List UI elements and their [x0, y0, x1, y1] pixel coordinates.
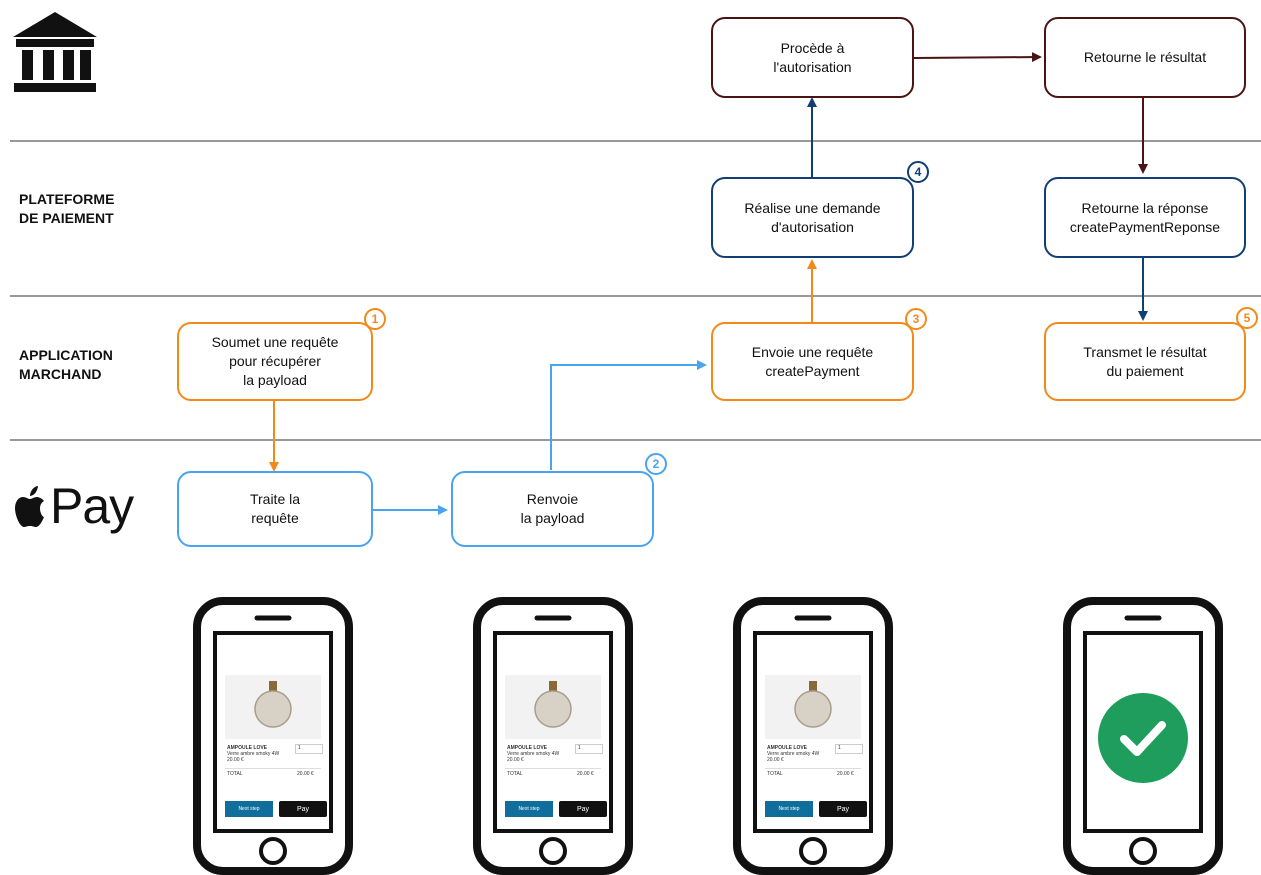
- product-image: [225, 675, 321, 739]
- product-image: [505, 675, 601, 739]
- box-apple-return: Renvoie la payload: [451, 471, 654, 547]
- bank-building-icon: [13, 12, 97, 92]
- quantity-select[interactable]: 1: [575, 744, 603, 754]
- box-platform-response: Retourne la réponse createPaymentReponse: [1044, 177, 1246, 258]
- arrow-authorize-to-result: [913, 52, 1042, 63]
- quantity-select[interactable]: 1: [835, 744, 863, 754]
- lane-label-merchant: APPLICATION MARCHAND: [19, 347, 113, 382]
- product-desc: Verre ambre smoky 4W: [767, 751, 820, 757]
- total-value: 20.00 €: [577, 771, 594, 777]
- total-value: 20.00 €: [297, 771, 314, 777]
- box-apple-process: Traite la requête: [177, 471, 373, 547]
- arrow-return-to-create: [550, 360, 707, 470]
- total-label: TOTAL: [767, 771, 783, 777]
- total-label: TOTAL: [227, 771, 243, 777]
- product-desc: Verre ambre smoky 4W: [227, 751, 280, 757]
- product-price: 20.00 €: [767, 757, 784, 763]
- step-badge-3: 3: [905, 308, 927, 330]
- apple-logo-icon: [15, 486, 44, 527]
- box-bank-authorize: Procède à l'autorisation: [711, 17, 914, 98]
- apple-pay-text: Pay: [50, 478, 134, 534]
- checkmark-icon: [1098, 693, 1188, 783]
- product-name: AMPOULE LOVE: [767, 745, 808, 751]
- divider: [225, 768, 321, 769]
- next-step-button[interactable]: Next step: [225, 801, 273, 817]
- product-name: AMPOULE LOVE: [227, 745, 268, 751]
- divider: [505, 768, 601, 769]
- box-platform-request: Réalise une demande d'autorisation: [711, 177, 914, 258]
- quantity-select[interactable]: 1: [295, 744, 323, 754]
- step-badge-4: 4: [907, 161, 929, 183]
- product-desc: Verre ambre smoky 4W: [507, 751, 560, 757]
- apple-pay-logo: Pay: [14, 478, 134, 534]
- product-price: 20.00 €: [507, 757, 524, 763]
- total-value: 20.00 €: [837, 771, 854, 777]
- next-step-button[interactable]: Next step: [505, 801, 553, 817]
- apple-pay-button[interactable]: Pay: [279, 801, 327, 817]
- divider: [765, 768, 861, 769]
- total-label: TOTAL: [507, 771, 523, 777]
- step-badge-5: 5: [1236, 307, 1258, 329]
- step-badge-1: 1: [364, 308, 386, 330]
- lightbulb-icon: [534, 681, 572, 728]
- smartphone-icon: [1063, 597, 1223, 875]
- product-name: AMPOULE LOVE: [507, 745, 548, 751]
- box-merchant-submit: Soumet une requête pour récupérer la pay…: [177, 322, 373, 401]
- apple-pay-button[interactable]: Pay: [559, 801, 607, 817]
- lightbulb-icon: [794, 681, 832, 728]
- apple-pay-button[interactable]: Pay: [819, 801, 867, 817]
- box-merchant-transmit: Transmet le résultat du paiement: [1044, 322, 1246, 401]
- lightbulb-icon: [254, 681, 292, 728]
- product-image: [765, 675, 861, 739]
- next-step-button[interactable]: Next step: [765, 801, 813, 817]
- box-bank-result: Retourne le résultat: [1044, 17, 1246, 98]
- step-badge-2: 2: [645, 453, 667, 475]
- lane-label-platform: PLATEFORME DE PAIEMENT: [19, 191, 115, 226]
- box-merchant-create: Envoie une requête createPayment: [711, 322, 914, 401]
- product-price: 20.00 €: [227, 757, 244, 763]
